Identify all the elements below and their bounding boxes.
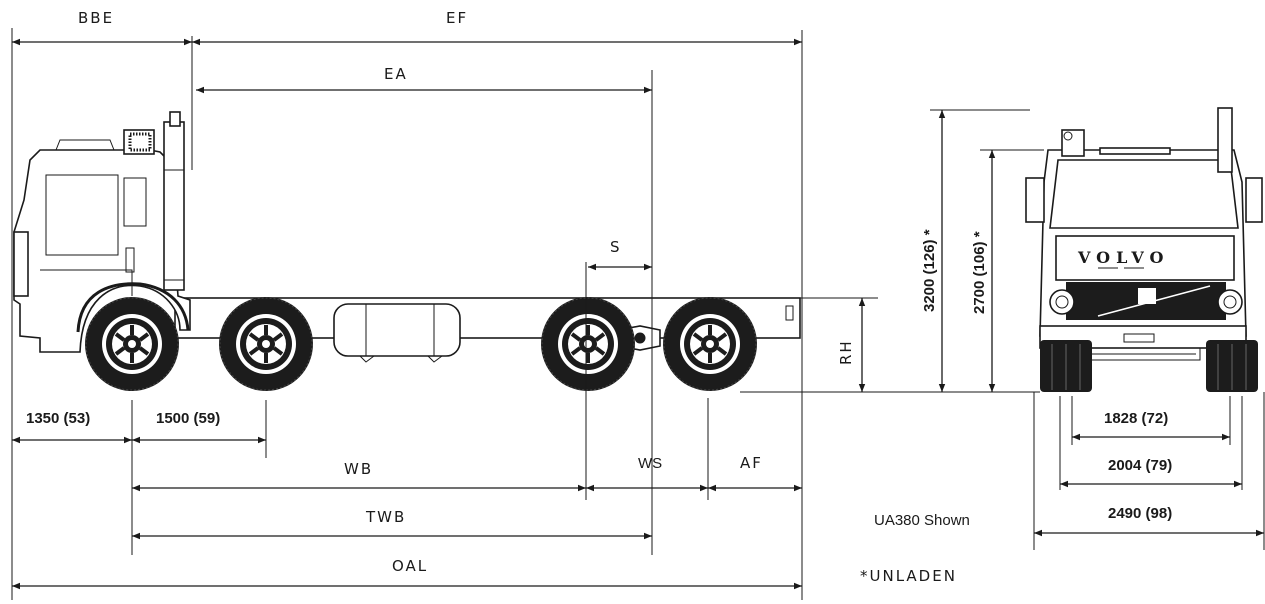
label-ea: EA bbox=[384, 65, 408, 83]
dim-overall-width: 2490 (98) bbox=[1108, 505, 1172, 522]
left-mirror bbox=[1025, 177, 1045, 223]
dim-front-overhang: 1350 (53) bbox=[26, 410, 90, 427]
front-exhaust-stack bbox=[1217, 107, 1233, 173]
front-dimensions: 3200 (126) * 2700 (106) * 1828 (72) 2004… bbox=[921, 109, 1265, 550]
truck-side-view bbox=[13, 111, 801, 393]
fuel-tank bbox=[333, 303, 461, 357]
front-wheel-2 bbox=[217, 295, 315, 393]
cab-front-panel bbox=[13, 231, 29, 297]
dim-track-inner: 1828 (72) bbox=[1104, 410, 1168, 427]
dim-overall-height: 3200 (126) * bbox=[921, 229, 938, 312]
rear-wheel-1 bbox=[539, 295, 637, 393]
cab-door-window bbox=[45, 174, 119, 256]
label-oal: OAL bbox=[392, 557, 428, 575]
label-twb: TWB bbox=[365, 508, 406, 526]
left-headlight bbox=[1049, 289, 1075, 315]
front-wheel-1 bbox=[83, 295, 181, 393]
truck-front-view: VOLVO bbox=[1025, 107, 1263, 392]
exhaust-stack bbox=[163, 121, 185, 291]
label-ef: EF bbox=[446, 9, 468, 27]
brand-text: VOLVO bbox=[1077, 248, 1170, 267]
right-mirror bbox=[1245, 177, 1263, 223]
note-model-shown: UA380 Shown bbox=[874, 512, 970, 529]
door-line bbox=[40, 269, 133, 296]
cab-side-window bbox=[123, 177, 147, 227]
sun-visor bbox=[55, 139, 115, 151]
note-unladen: *UNLADEN bbox=[860, 567, 957, 585]
label-af: AF bbox=[740, 454, 763, 472]
door-handle bbox=[125, 247, 135, 273]
label-bbe: BBE bbox=[78, 9, 114, 27]
side-dimensions: BBE EF EA S RH 1350 (53) 1500 (59) WB WS… bbox=[11, 9, 960, 600]
right-headlight bbox=[1217, 289, 1243, 315]
brand-panel bbox=[1055, 235, 1235, 281]
dim-cab-height: 2700 (106) * bbox=[971, 231, 988, 314]
label-ws: WS bbox=[638, 455, 662, 472]
label-rh: RH bbox=[837, 339, 855, 365]
chassis-end-light bbox=[785, 305, 794, 321]
rear-wheel-2 bbox=[661, 295, 759, 393]
label-s: S bbox=[610, 238, 622, 256]
dim-axle-spacing: 1500 (59) bbox=[156, 410, 220, 427]
label-wb: WB bbox=[344, 460, 373, 478]
windscreen bbox=[1049, 159, 1239, 229]
roof-horn-box bbox=[1061, 129, 1085, 157]
dim-track-outer: 2004 (79) bbox=[1108, 457, 1172, 474]
